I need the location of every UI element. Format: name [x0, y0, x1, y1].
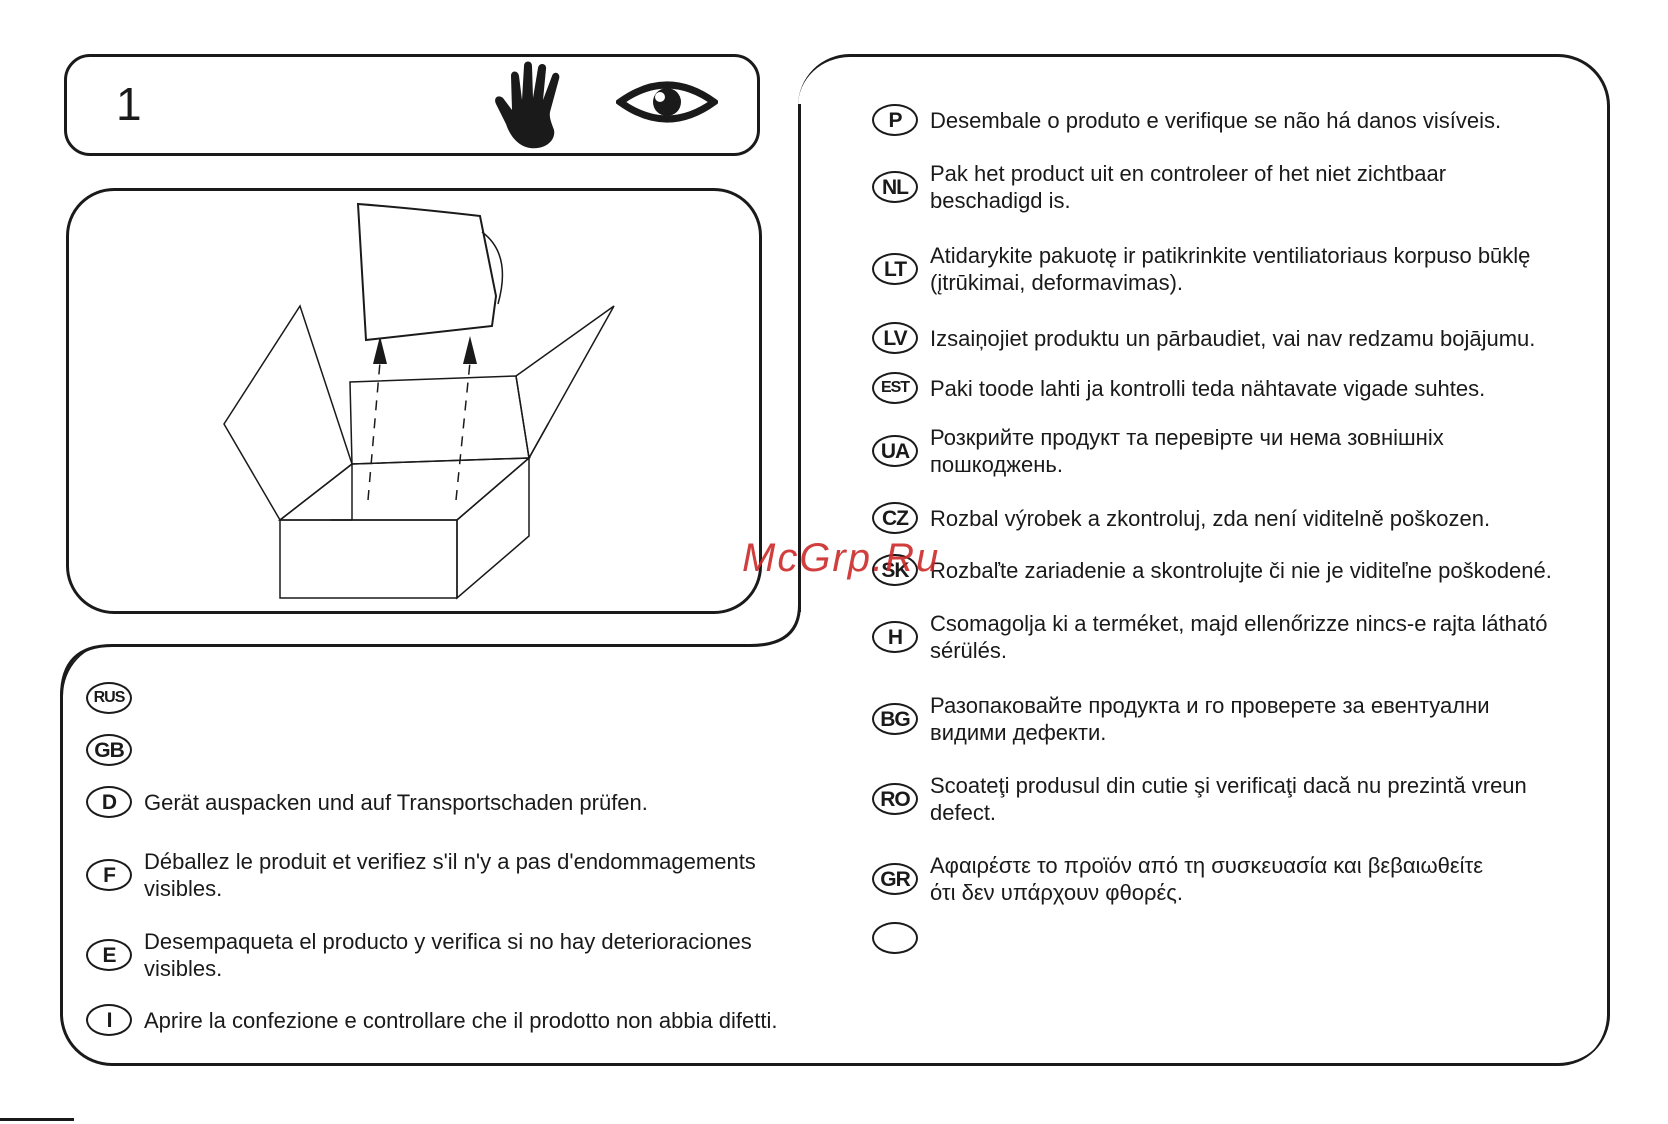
lang-text: Розкрийте продукт та перевірте чи нема з…: [930, 425, 1444, 477]
footer-strip: [0, 1118, 74, 1121]
lang-badge: I: [86, 1004, 132, 1036]
lang-badge: E: [86, 939, 132, 971]
lang-text: Rozbaľte zariadenie a skontrolujte či ni…: [930, 557, 1552, 583]
lang-text: Desembale o produto e verifique se não h…: [930, 107, 1502, 133]
lang-text: Разопаковайте продукта и го проверете за…: [930, 693, 1490, 745]
lang-entry-bg: BG Разопаковайте продукта и го проверете…: [872, 692, 1490, 746]
lang-badge: D: [86, 786, 132, 818]
lang-text: Rozbal výrobek a zkontroluj, zda není vi…: [930, 505, 1491, 531]
lang-entry-lv: LV Izsaiņojiet produktu un pārbaudiet, v…: [872, 322, 1535, 354]
lang-entry-f: F Déballez le produit et verifiez s'il n…: [86, 848, 756, 902]
lang-text: Scoateţi produsul din cutie şi verificaţ…: [930, 773, 1527, 825]
lang-badge: EST: [872, 372, 918, 404]
lang-badge: GB: [86, 734, 132, 766]
lang-entry-lt: LT Atidarykite pakuotę ir patikrinkite v…: [872, 242, 1530, 296]
lang-entry-cz: CZ Rozbal výrobek a zkontroluj, zda není…: [872, 502, 1490, 534]
lang-entry-ro: RO Scoateţi produsul din cutie şi verifi…: [872, 772, 1527, 826]
lang-entry-sk: SK Rozbaľte zariadenie a skontrolujte či…: [872, 554, 1552, 586]
lang-text: Paki toode lahti ja kontrolli teda nähta…: [930, 375, 1486, 401]
lang-text: Desempaqueta el producto y verifica si n…: [144, 929, 752, 981]
lang-entry-rus: RUS: [86, 682, 144, 714]
frame-connector-curve: [60, 604, 801, 698]
lang-badge: CZ: [872, 502, 918, 534]
lang-entry-h: H Csomagolja ki a terméket, majd ellenőr…: [872, 610, 1548, 664]
illustration-frame: [66, 188, 762, 614]
lang-badge: RUS: [86, 682, 132, 714]
lang-text: Izsaiņojiet produktu un pārbaudiet, vai …: [930, 325, 1536, 351]
lang-entry-est: EST Paki toode lahti ja kontrolli teda n…: [872, 372, 1485, 404]
lang-badge: F: [86, 859, 132, 891]
lang-text: Pak het product uit en controleer of het…: [930, 161, 1447, 213]
lang-text: Gerät auspacken und auf Transportschaden…: [144, 789, 648, 815]
lang-entry-gb: GB: [86, 734, 144, 766]
hand-icon: [495, 61, 560, 149]
lang-badge: SK: [872, 554, 918, 586]
step-number: 1: [116, 78, 142, 130]
lang-badge: P: [872, 104, 918, 136]
box-unpacking-illustration: [223, 202, 615, 600]
lang-badge: [872, 922, 918, 954]
lang-text: Déballez le produit et verifiez s'il n'y…: [144, 849, 756, 901]
right-text-frame: [798, 54, 1610, 1066]
lang-badge: GR: [872, 863, 918, 895]
lang-entry-p: P Desembale o produto e verifique se não…: [872, 104, 1501, 136]
lang-text: Aprire la confezione e controllare che i…: [144, 1007, 778, 1033]
lang-badge: BG: [872, 703, 918, 735]
lang-entry-gr: GR Αφαιρέστε το προϊόν από τη συσκευασία…: [872, 852, 1483, 906]
lang-entry-i: I Aprire la confezione e controllare che…: [86, 1004, 778, 1036]
eye-icon: [616, 81, 718, 123]
lang-text: Αφαιρέστε το προϊόν από τη συσκευασία κα…: [930, 853, 1484, 905]
lang-entry-nl: NL Pak het product uit en controleer of …: [872, 160, 1446, 214]
lang-badge: H: [872, 621, 918, 653]
lang-entry-ua: UA Розкрийте продукт та перевірте чи нем…: [872, 424, 1444, 478]
lang-entry-d: D Gerät auspacken und auf Transportschad…: [86, 786, 648, 818]
lang-entry-e: E Desempaqueta el producto y verifica si…: [86, 928, 752, 982]
step-header-frame: [64, 54, 760, 156]
bottom-text-frame: [60, 644, 1610, 1066]
lang-badge: RO: [872, 783, 918, 815]
lang-badge: UA: [872, 435, 918, 467]
lang-badge: NL: [872, 171, 918, 203]
frame-connector-vertical: [798, 104, 801, 612]
lang-text: Csomagolja ki a terméket, majd ellenőriz…: [930, 611, 1548, 663]
lang-entry-empty: [872, 922, 930, 954]
lang-badge: LV: [872, 322, 918, 354]
lang-text: Atidarykite pakuotę ir patikrinkite vent…: [930, 243, 1531, 295]
lang-badge: LT: [872, 253, 918, 285]
watermark: McGrp.Ru: [742, 536, 941, 580]
